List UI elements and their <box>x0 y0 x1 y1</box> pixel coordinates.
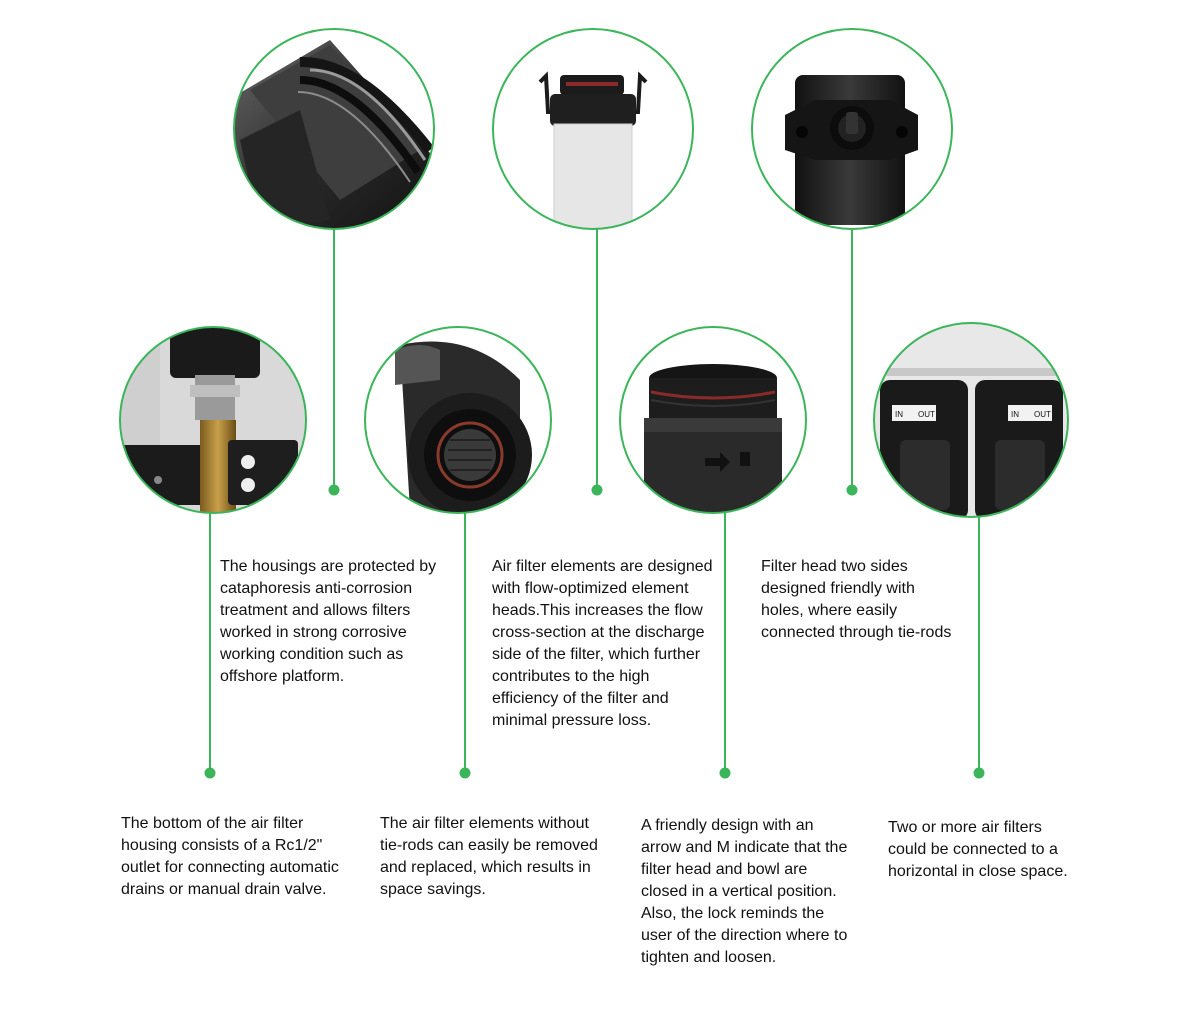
connected-filters-photo: IN OUT IN OUT <box>873 322 1069 518</box>
label-in-left: IN <box>895 410 903 419</box>
connector-dot-element-end <box>459 767 471 779</box>
filter-head-photo <box>751 28 953 230</box>
connector-dot-bowl <box>719 767 731 779</box>
connector-dot-head <box>846 484 858 496</box>
element-end-photo <box>364 326 552 514</box>
filter-element-photo <box>492 28 694 230</box>
feature-text-housing: The housings are protected by cataphores… <box>220 558 437 685</box>
feature-text-element-end: The air filter elements without tie-rods… <box>380 815 598 898</box>
connector-dot-housing <box>328 484 340 496</box>
label-in-right: IN <box>1011 410 1019 419</box>
label-out-left: OUT <box>918 410 935 419</box>
label-out-right: OUT <box>1034 410 1051 419</box>
drain-valve-photo <box>119 326 307 514</box>
housing-thread-photo <box>233 28 435 230</box>
feature-text-drain: The bottom of the air filter housing con… <box>121 815 339 898</box>
connector-dot-connected <box>973 767 985 779</box>
feature-text-head: Filter head two sides designed friendly … <box>761 558 952 641</box>
feature-text-element: Air filter elements are designed with fl… <box>492 558 713 729</box>
bowl-arrow-photo <box>619 326 807 514</box>
connector-dot-drain <box>204 767 216 779</box>
feature-text-bowl: A friendly design with an arrow and M in… <box>641 817 848 966</box>
feature-text-connected: Two or more air filters could be connect… <box>888 819 1068 880</box>
connector-lines <box>204 229 985 779</box>
connector-dot-element <box>591 484 603 496</box>
